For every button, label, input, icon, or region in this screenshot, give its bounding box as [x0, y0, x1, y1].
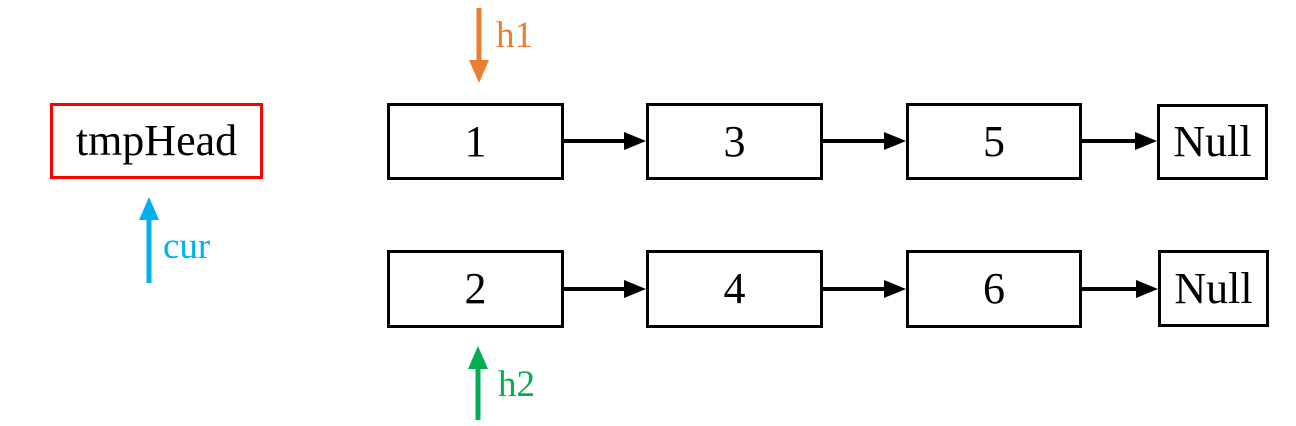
tmphead-box: tmpHead	[50, 103, 263, 179]
cur-pointer-arrowhead	[139, 197, 159, 220]
list1-node-3: 3	[646, 103, 823, 180]
h1-pointer-label: h1	[496, 15, 533, 56]
h2-pointer-label: h2	[498, 364, 535, 405]
link-arrowhead-5-to-null	[1135, 132, 1157, 150]
list2-null-box: Null	[1158, 250, 1269, 327]
list1-null-box: Null	[1157, 104, 1268, 180]
link-arrowhead-4-to-6	[884, 280, 906, 298]
link-arrowhead-3-to-5	[884, 132, 906, 150]
h2-pointer: h2	[468, 346, 535, 420]
list1-node-5: 5	[906, 103, 1082, 180]
list1-node-1: 1	[387, 103, 564, 180]
list2-node-4: 4	[646, 250, 823, 328]
link-arrowhead-1-to-3	[624, 132, 646, 150]
cur-pointer-label: cur	[163, 226, 210, 267]
link-arrowhead-2-to-4	[624, 280, 646, 298]
list2-node-6: 6	[906, 250, 1082, 328]
h2-pointer-arrowhead	[468, 346, 488, 369]
cur-pointer: cur	[139, 197, 210, 283]
h1-pointer: h1	[469, 8, 533, 83]
h1-pointer-arrowhead	[469, 60, 489, 83]
list2-node-2: 2	[387, 250, 564, 328]
link-arrowhead-6-to-null	[1136, 280, 1158, 298]
